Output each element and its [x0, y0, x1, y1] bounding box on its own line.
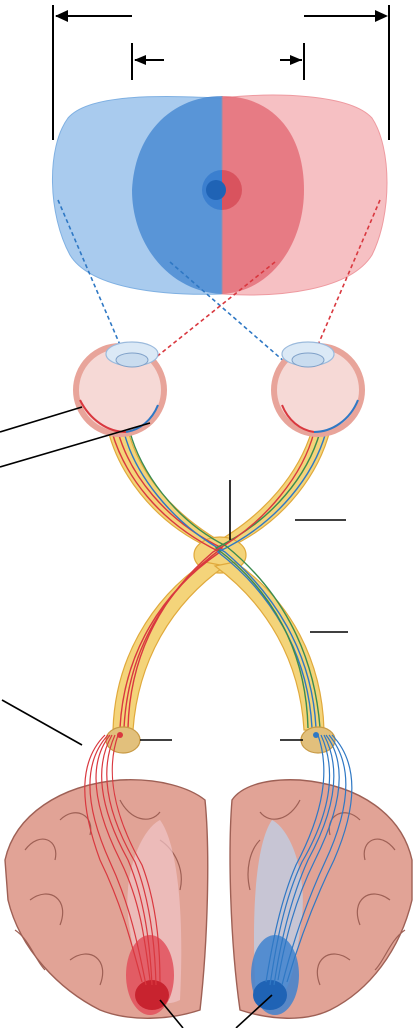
binocular-field-dimension — [132, 43, 304, 80]
leader-optic-radiation — [2, 700, 82, 745]
visual-fields — [52, 95, 387, 295]
left-lateral-geniculate-nucleus — [106, 727, 140, 753]
right-occipital-lobe — [230, 780, 412, 1019]
dimension-arrowhead-right — [375, 10, 388, 22]
right-eye-lens — [292, 353, 324, 367]
dimension-arrowhead-left — [55, 10, 68, 22]
right-optic-nerve — [206, 430, 330, 548]
right-eye — [274, 342, 362, 434]
right-optic-tract — [215, 562, 324, 730]
left-optic-nerve — [108, 430, 232, 548]
fiber-blue-cross — [124, 432, 316, 728]
optic-pathway — [108, 430, 330, 730]
fixation-center — [206, 180, 226, 200]
nerve-fibers — [112, 432, 326, 728]
left-occipital-lobe — [5, 780, 208, 1019]
left-eye-lens — [116, 353, 148, 367]
leader-retina-outer — [0, 407, 82, 432]
left-eye — [76, 342, 164, 434]
fiber-red-cross — [128, 432, 314, 728]
dimension-arrowhead-inner-left — [134, 55, 146, 65]
dimension-arrowhead-inner-right — [290, 55, 302, 65]
